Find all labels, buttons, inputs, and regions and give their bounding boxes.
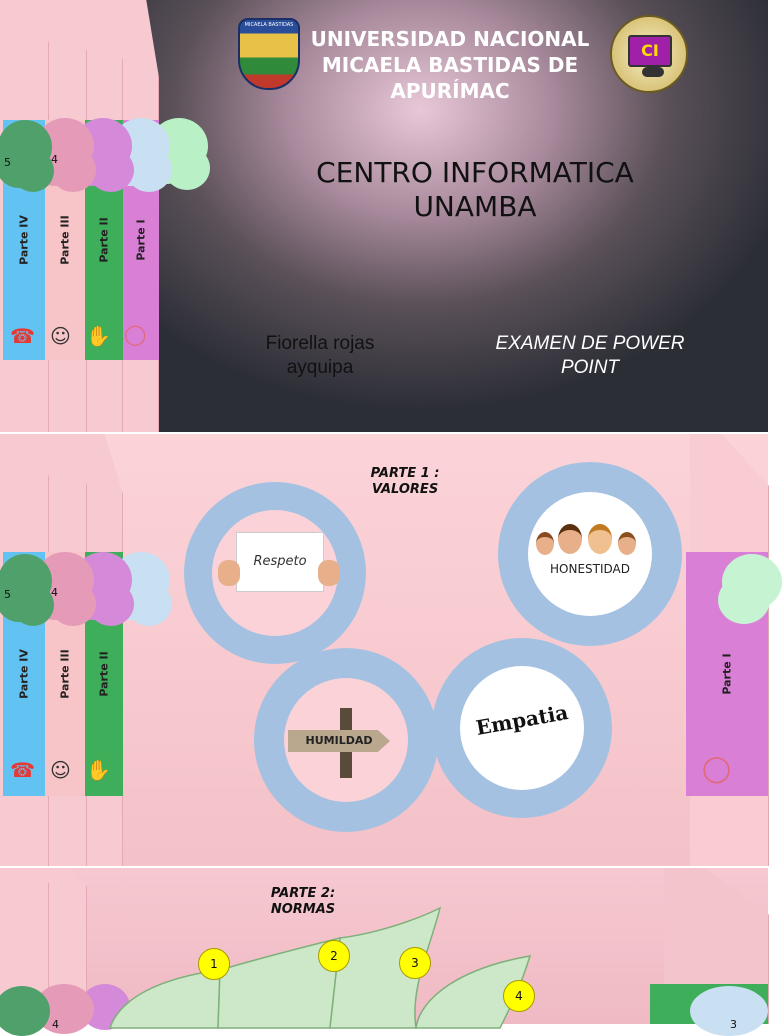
tab-label: Parte II <box>97 651 111 697</box>
tab-number: 3 <box>730 1018 737 1031</box>
tab-label: Parte I <box>134 219 148 261</box>
university-shield-logo: MICAELA BASTIDAS <box>238 18 300 90</box>
tab-number: 5 <box>4 588 11 601</box>
value-ring-honestidad[interactable]: HONESTIDAD <box>498 462 682 646</box>
tab-label: Parte III <box>58 215 72 265</box>
slide-3: 3 4 PARTE 2: NORMAS 1 2 3 4 <box>0 868 769 1036</box>
tab-label: Parte I <box>720 653 734 695</box>
exam-title: EXAMEN DE POWER POINT <box>495 333 685 378</box>
mouse-icon <box>642 67 664 77</box>
logo-text: MICAELA BASTIDAS <box>244 22 294 28</box>
section-title: PARTE 1 : VALORES <box>370 466 440 497</box>
respeto-sign: Respeto <box>236 532 324 592</box>
center-title: CENTRO INFORMATICA UNAMBA <box>316 156 634 223</box>
slide-1: Parte IV Parte III Parte II Parte I 5 4 … <box>0 0 768 432</box>
slide-2: Parte IV Parte III Parte II Parte I 5 4 … <box>0 434 782 866</box>
value-ring-empatia[interactable]: Empatia <box>432 638 612 818</box>
cloud-shape <box>0 986 50 1036</box>
value-ring-respeto[interactable]: Respeto <box>184 482 366 664</box>
donut-icon: ◯ <box>124 322 147 346</box>
slide-divider <box>0 432 768 434</box>
face-icon: ☺ <box>50 324 71 348</box>
cloud-shape <box>0 554 52 608</box>
tab-number: 4 <box>51 586 58 599</box>
tab-label: Parte II <box>97 217 111 263</box>
cloud-shape <box>722 554 782 610</box>
monitor-icon: CI <box>628 35 672 67</box>
hand-icon <box>318 560 340 586</box>
step-marker[interactable]: 1 <box>198 948 230 980</box>
humildad-sign: HUMILDAD <box>288 730 390 752</box>
step-marker[interactable]: 2 <box>318 940 350 972</box>
phone-icon: ☎ <box>10 324 35 348</box>
hand-icon: ✋ <box>86 758 111 782</box>
cloud-shape <box>690 986 768 1036</box>
author-name: Fiorella rojas ayquipa <box>265 333 375 378</box>
university-title: UNIVERSIDAD NACIONAL MICAELA BASTIDAS DE… <box>310 27 590 103</box>
honestidad-label: HONESTIDAD <box>550 562 630 576</box>
slide-divider <box>0 866 768 868</box>
phone-icon: ☎ <box>10 758 35 782</box>
ci-logo: CI <box>610 15 688 93</box>
section-title: PARTE 2: NORMAS <box>270 886 336 917</box>
cloud-shape <box>0 120 52 174</box>
step-marker[interactable]: 3 <box>399 947 431 979</box>
value-ring-humildad[interactable]: HUMILDAD <box>254 648 438 832</box>
step-marker[interactable]: 4 <box>503 980 535 1012</box>
leaves-graphic <box>108 906 532 1029</box>
tab-number: 4 <box>52 1018 59 1031</box>
donut-icon: ◯ <box>702 754 732 784</box>
tab-label: Parte III <box>58 649 72 699</box>
tab-label: Parte IV <box>17 649 31 699</box>
face-icon: ☺ <box>50 758 71 782</box>
hand-icon <box>218 560 240 586</box>
hand-icon: ✋ <box>86 324 111 348</box>
tab-number: 4 <box>51 153 58 166</box>
tab-number: 5 <box>4 156 11 169</box>
tab-label: Parte IV <box>17 215 31 265</box>
people-icon <box>532 524 648 555</box>
